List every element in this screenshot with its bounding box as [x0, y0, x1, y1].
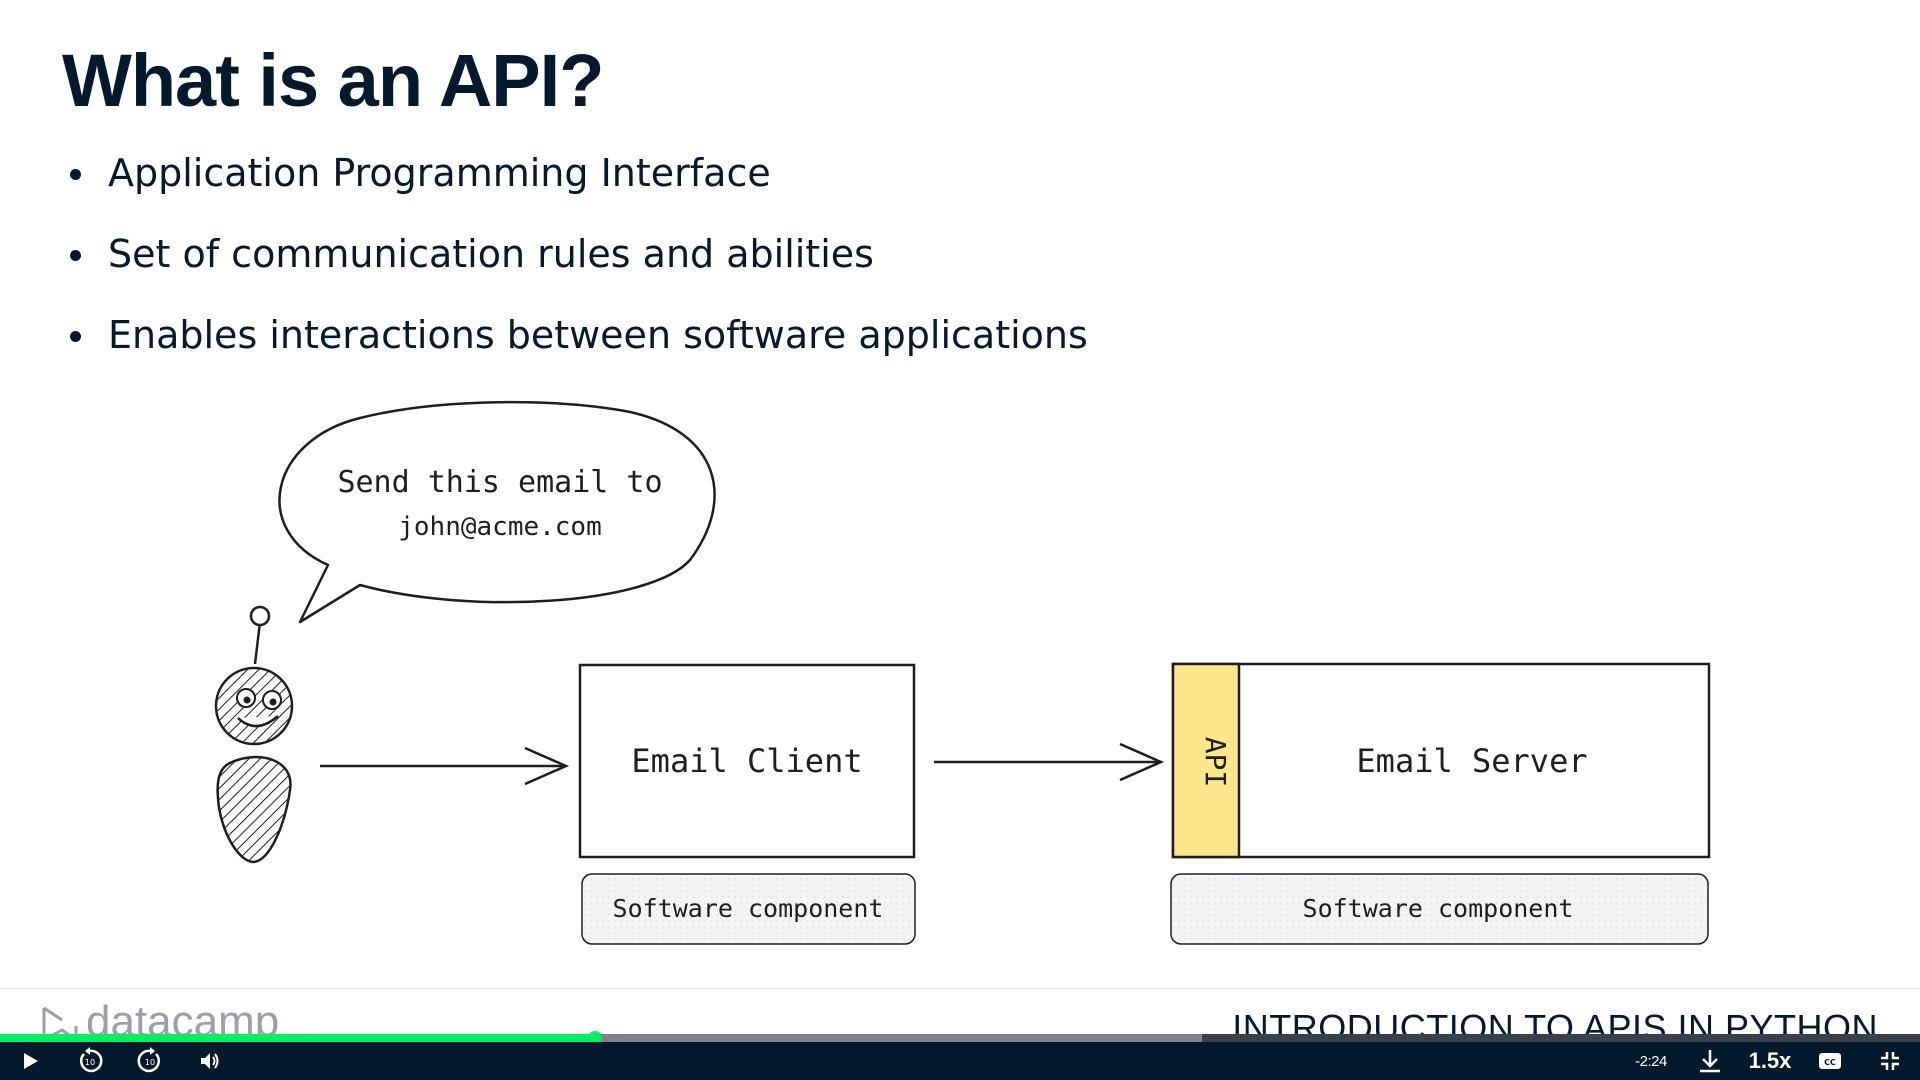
- svg-text:10: 10: [85, 1058, 95, 1067]
- speech-text-line2: john@acme.com: [398, 512, 602, 542]
- client-component-label: Software component: [613, 894, 884, 923]
- rewind-10-icon: 10: [79, 1047, 103, 1073]
- bullet-item: Application Programming Interface: [62, 148, 1088, 229]
- slide-title: What is an API?: [62, 39, 604, 122]
- bullet-text: Application Programming Interface: [108, 151, 771, 195]
- download-button[interactable]: [1690, 1042, 1730, 1080]
- download-icon: [1700, 1050, 1720, 1073]
- forward-10-icon: 10: [137, 1047, 161, 1073]
- captions-icon: CC: [1819, 1053, 1841, 1069]
- exit-fullscreen-button[interactable]: [1870, 1042, 1910, 1080]
- svg-text:CC: CC: [1824, 1058, 1836, 1067]
- play-icon: [24, 1053, 38, 1069]
- email-client-box: Email Client: [578, 663, 916, 859]
- api-diagram: Send this email to john@acme.com Email C…: [214, 400, 1711, 945]
- client-software-component: Software component: [581, 873, 916, 945]
- bullet-dot: [70, 331, 81, 342]
- brand-name: datacamp: [86, 1000, 280, 1040]
- bullet-dot: [70, 169, 81, 180]
- person-icon: [214, 605, 294, 864]
- forward-10-button[interactable]: 10: [130, 1042, 170, 1080]
- email-server-label: Email Server: [1356, 742, 1587, 780]
- progress-handle[interactable]: [588, 1031, 603, 1045]
- time-remaining: -2:24: [1626, 1042, 1676, 1080]
- email-client-label: Email Client: [631, 742, 862, 780]
- server-software-component: Software component: [1170, 873, 1709, 945]
- rewind-10-button[interactable]: 10: [70, 1042, 110, 1080]
- bullet-text: Enables interactions between software ap…: [108, 313, 1088, 357]
- speed-label: 1.5x: [1748, 1048, 1792, 1073]
- speech-bubble: Send this email to john@acme.com: [278, 400, 716, 624]
- speech-text-line1: Send this email to: [337, 465, 662, 500]
- bullet-dot: [70, 250, 81, 261]
- datacamp-logo: datacamp: [40, 1000, 279, 1040]
- volume-button[interactable]: [190, 1042, 230, 1080]
- bullet-text: Set of communication rules and abilities: [108, 232, 874, 276]
- time-remaining-text: -2:24: [1635, 1052, 1667, 1070]
- bullet-item: Enables interactions between software ap…: [62, 310, 1088, 391]
- api-layer: [1171, 662, 1241, 859]
- bullet-list: Application Programming Interface Set of…: [62, 148, 1088, 391]
- captions-button[interactable]: CC: [1810, 1042, 1850, 1080]
- arrow-to-server: [934, 742, 1165, 782]
- player-controls: 10 10 -2:24 1.5x CC: [0, 1042, 1920, 1080]
- email-server-box: API Email Server: [1171, 662, 1711, 859]
- progress-fill: [0, 1034, 596, 1042]
- bullet-item: Set of communication rules and abilities: [62, 229, 1088, 310]
- volume-icon: [201, 1053, 219, 1069]
- exit-fullscreen-icon: [1881, 1052, 1899, 1070]
- play-button[interactable]: [10, 1042, 50, 1080]
- server-component-label: Software component: [1303, 894, 1574, 923]
- arrow-to-client: [320, 746, 570, 786]
- api-label: API: [1199, 737, 1232, 788]
- speed-button[interactable]: 1.5x: [1745, 1042, 1795, 1080]
- svg-text:10: 10: [145, 1058, 155, 1067]
- footer-divider: [0, 988, 1920, 989]
